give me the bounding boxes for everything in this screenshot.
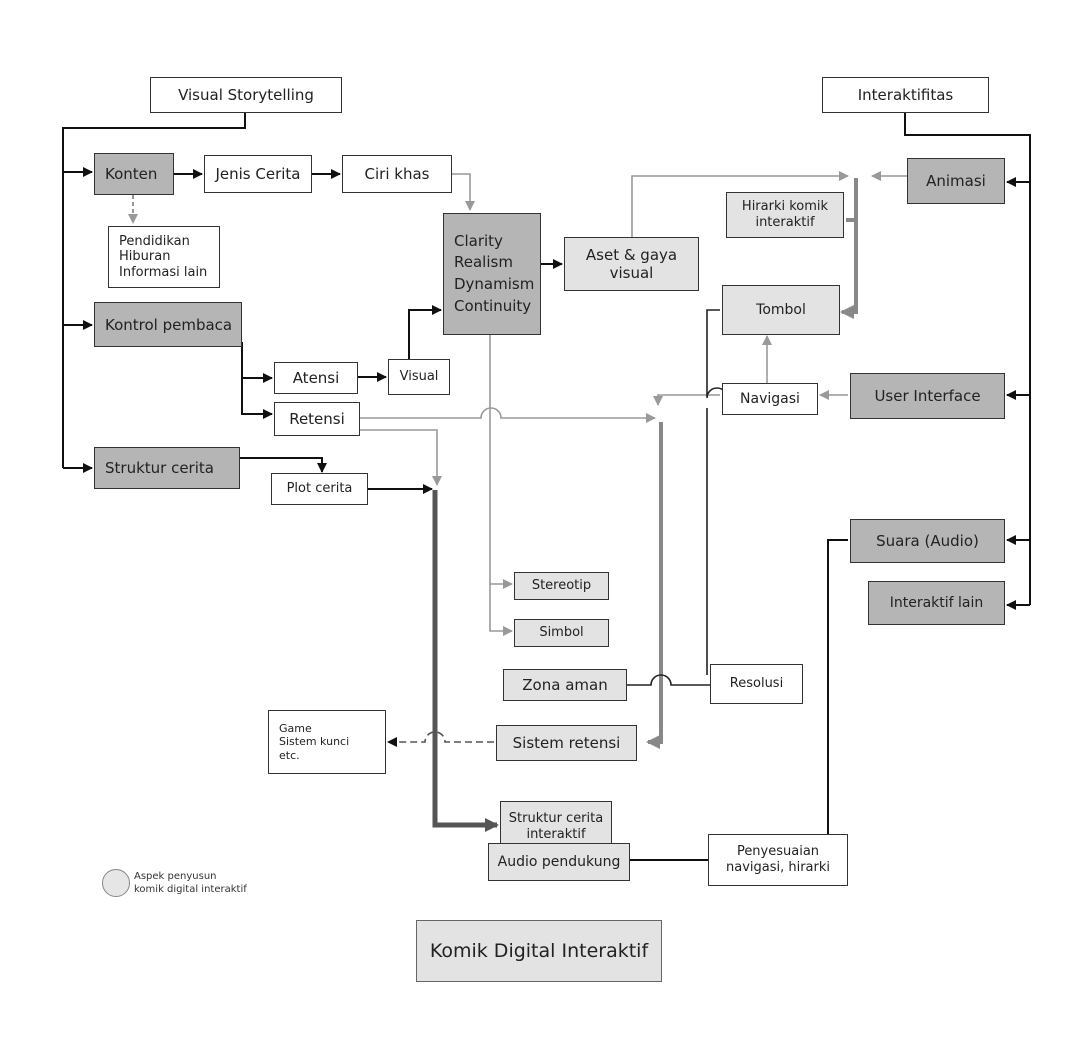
node-stereotip: Stereotip: [514, 572, 609, 600]
node-clarity: Clarity Realism Dynamism Continuity: [443, 213, 541, 335]
sistem-retensi-dashed-link: [387, 731, 494, 747]
node-jenis-cerita: Jenis Cerita: [204, 155, 312, 193]
node-kontrol-pembaca: Kontrol pembaca: [94, 302, 242, 347]
node-animasi: Animasi: [907, 158, 1005, 204]
node-ciri-khas: Ciri khas: [342, 155, 452, 193]
node-visual-storytelling: Visual Storytelling: [150, 77, 342, 113]
node-plot-cerita: Plot cerita: [271, 473, 368, 505]
node-user-interface: User Interface: [850, 373, 1005, 419]
node-struktur-cerita: Struktur cerita: [94, 447, 240, 489]
node-simbol: Simbol: [514, 619, 609, 647]
node-navigasi: Navigasi: [722, 383, 818, 415]
node-visual: Visual: [388, 359, 450, 395]
diagram-title: Komik Digital Interaktif: [416, 920, 662, 982]
struktur-thick-connector: [432, 490, 499, 832]
node-interaktif-lain: Interaktif lain: [868, 581, 1005, 625]
node-interaktifitas: Interaktifitas: [822, 77, 989, 113]
legend-label: Aspek penyusun komik digital interaktif: [134, 871, 247, 895]
node-suara: Suara (Audio): [850, 519, 1005, 563]
node-zona-aman: Zona aman: [503, 669, 627, 701]
node-tombol: Tombol: [722, 285, 840, 335]
node-aset-gaya-visual: Aset & gaya visual: [564, 237, 699, 291]
legend-circle-icon: [102, 869, 130, 897]
node-atensi: Atensi: [274, 362, 358, 394]
interaktifitas-connectors: [630, 112, 1031, 861]
node-game: Game Sistem kunci etc.: [268, 710, 386, 774]
node-retensi: Retensi: [274, 402, 360, 436]
node-sistem-retensi: Sistem retensi: [496, 725, 637, 761]
tombol-resolusi-connectors: [627, 309, 728, 686]
node-audio-pendukung: Audio pendukung: [488, 843, 630, 881]
thick-grey-connectors: [646, 178, 858, 749]
grey-connectors: [360, 171, 907, 636]
node-pendidikan: Pendidikan Hiburan Informasi lain: [108, 226, 220, 288]
node-konten: Konten: [94, 153, 174, 195]
node-penyesuaian: Penyesuaian navigasi, hirarki: [708, 834, 848, 886]
visual-storytelling-connectors: [62, 112, 563, 494]
node-hirarki: Hirarki komik interaktif: [726, 192, 844, 238]
node-resolusi: Resolusi: [710, 664, 803, 704]
